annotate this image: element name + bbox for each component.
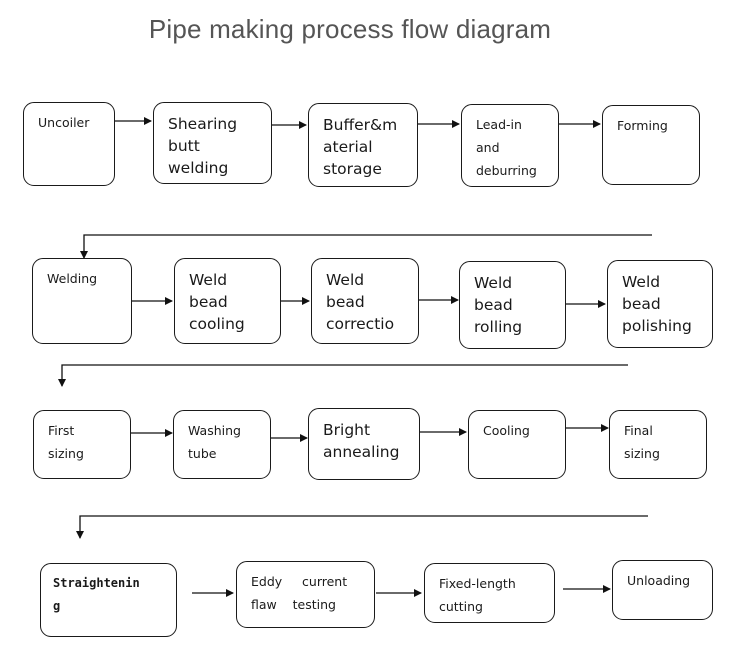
step-lead-in-deburring: Lead-in and deburring <box>461 104 559 187</box>
step-cooling: Cooling <box>468 410 566 479</box>
step-label: Buffer&m aterial storage <box>323 116 398 178</box>
step-weld-bead-rolling: Weld bead rolling <box>459 261 566 349</box>
step-label: Weld bead polishing <box>622 273 692 335</box>
step-straightening: Straightenin g <box>40 563 177 637</box>
step-weld-bead-correction: Weld bead correctio <box>311 258 419 344</box>
step-label: Bright annealing <box>323 421 400 461</box>
step-label: Weld bead correctio <box>326 271 395 333</box>
step-unloading: Unloading <box>612 560 713 620</box>
step-label: Unloading <box>627 573 691 588</box>
step-label: Uncoiler <box>38 115 90 130</box>
step-label: Weld bead rolling <box>474 274 523 336</box>
step-shearing-butt-welding: Shearing butt welding <box>153 102 272 184</box>
step-weld-bead-cooling: Weld bead cooling <box>174 258 281 344</box>
step-weld-bead-polishing: Weld bead polishing <box>607 260 713 348</box>
step-eddy-current-flaw-testing: Eddy current flaw testing <box>236 561 375 628</box>
step-first-sizing: First sizing <box>33 410 131 479</box>
diagram-title: Pipe making process flow diagram <box>148 14 552 44</box>
wrap-arrow-3 <box>76 515 648 539</box>
step-label: First sizing <box>48 423 84 461</box>
step-label: Weld bead cooling <box>189 271 245 333</box>
step-label: Forming <box>617 118 668 133</box>
step-bright-annealing: Bright annealing <box>308 408 420 480</box>
step-label: Washing tube <box>188 423 241 461</box>
step-label: Eddy current flaw testing <box>251 574 348 612</box>
step-fixed-length-cutting: Fixed-length cutting <box>424 563 555 623</box>
step-label: Cooling <box>483 423 530 438</box>
step-label: Shearing butt welding <box>168 115 238 177</box>
wrap-arrow-2 <box>58 364 628 387</box>
step-label: Welding <box>47 271 98 286</box>
step-uncoiler: Uncoiler <box>23 102 115 186</box>
step-washing-tube: Washing tube <box>173 410 271 479</box>
step-final-sizing: Final sizing <box>609 410 707 479</box>
step-welding: Welding <box>32 258 132 344</box>
step-label: Fixed-length cutting <box>439 576 516 614</box>
step-label: Lead-in and deburring <box>476 117 537 178</box>
wrap-arrow-1 <box>80 234 652 259</box>
step-forming: Forming <box>602 105 700 185</box>
step-buffer-material-storage: Buffer&m aterial storage <box>308 103 418 187</box>
step-label: Final sizing <box>624 423 660 461</box>
step-label: Straightenin g <box>53 576 140 613</box>
